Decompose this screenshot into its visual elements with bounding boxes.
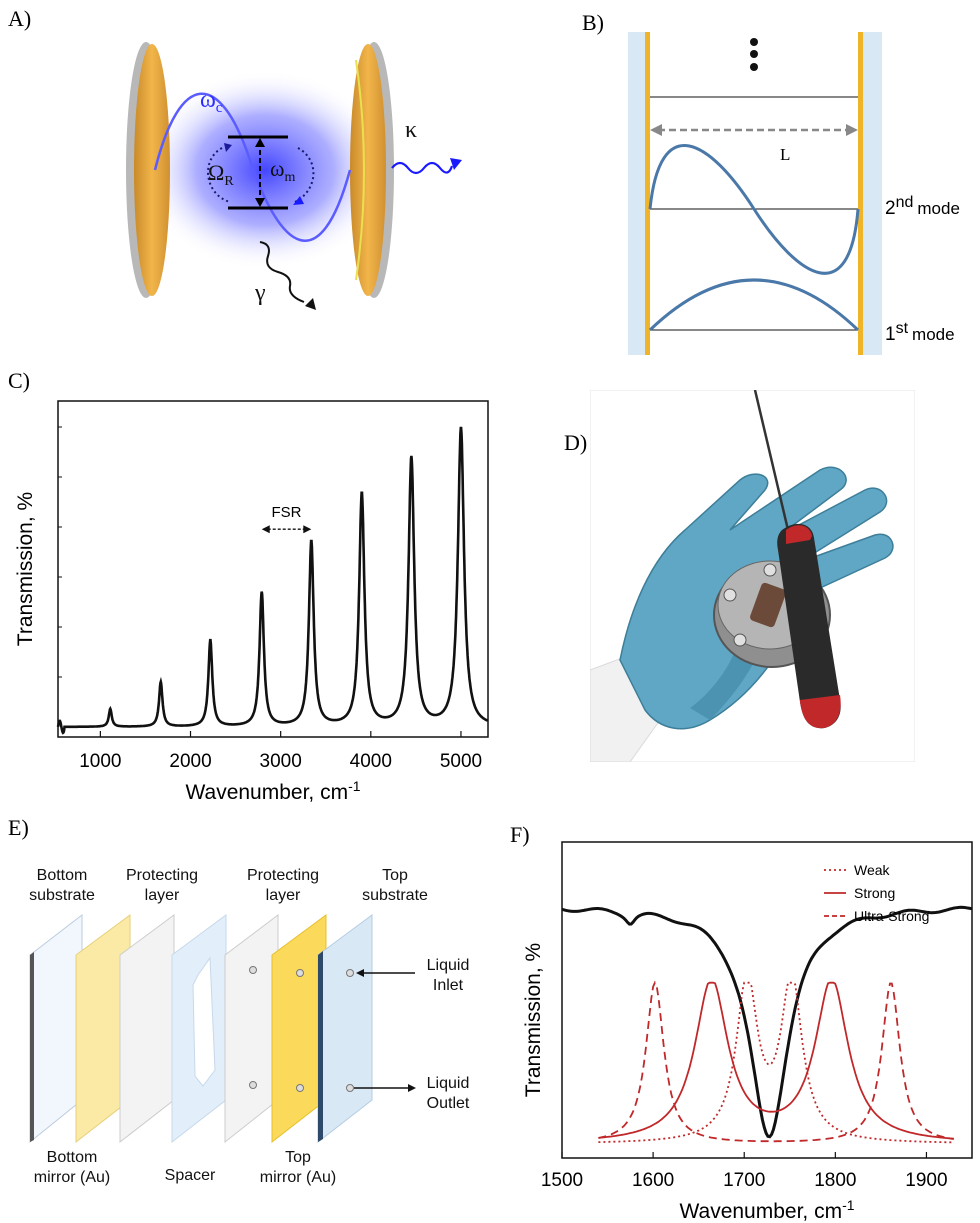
y-axis-label: Transmission, % — [14, 492, 37, 646]
right-mirror — [350, 44, 386, 296]
molecular-transmission-line — [561, 905, 973, 1139]
left-mirror-strip — [645, 32, 650, 355]
more-modes-dot — [750, 63, 758, 71]
mode-2-wave — [648, 144, 860, 275]
series-dotted-line — [598, 981, 954, 1144]
x-tick-label: 1700 — [723, 1170, 765, 1191]
kappa-label: κ — [405, 117, 417, 143]
protecting-layer-1 — [119, 914, 175, 1144]
bottom-substrate-layer — [29, 913, 83, 1144]
gamma-decay-arrow — [259, 241, 305, 303]
bottom-substrate-edge — [30, 952, 34, 1142]
omega-c-label: ωc — [200, 87, 223, 116]
panel-d-label: D) — [564, 430, 588, 455]
inlet-hole — [346, 969, 354, 977]
panel-a-label: A) — [8, 6, 32, 31]
light-glow — [140, 70, 390, 270]
panel-a-cavity-illustration: ωc ΩR ωm κ γ — [126, 42, 462, 310]
outlet-hole — [249, 1081, 257, 1089]
left-mirror — [134, 44, 170, 296]
screwdriver-handle — [777, 523, 841, 729]
plot-frame — [561, 841, 973, 1159]
transmission-line — [56, 426, 489, 735]
x-axis-label: Wavenumber, cm-1 — [185, 778, 360, 804]
panel-c-transmission-chart: 1000 2000 3000 4000 5000 FSR Wavenumber, cm-1 T… — [14, 400, 489, 804]
spacer-cutout — [192, 956, 216, 1087]
fsr-label: FSR — [272, 504, 302, 521]
panel-c-label: C) — [8, 368, 30, 393]
x-tick-label: 3000 — [260, 751, 302, 772]
panel-b-label: B) — [582, 10, 604, 35]
more-modes-dot — [750, 38, 758, 46]
right-substrate — [862, 32, 882, 355]
left-substrate — [628, 32, 648, 355]
rabi-arrow — [207, 147, 231, 203]
series-solid-line — [598, 981, 954, 1140]
mode-1-wave — [648, 278, 860, 332]
x-tick-label: 2000 — [169, 751, 211, 772]
x-tick-label: 4000 — [350, 751, 392, 772]
outlet-hole — [346, 1084, 354, 1092]
panel-e-label: E) — [8, 815, 29, 840]
omega-r-label: ΩR — [208, 160, 234, 189]
legend-label: Weak — [854, 862, 891, 878]
cell-window — [750, 582, 786, 628]
panel-d-photo-cell-in-hand — [590, 390, 915, 762]
x-axis-label: Wavenumber, cm-1 — [679, 1197, 854, 1223]
x-tick-label: 1000 — [79, 751, 121, 772]
cavity-photon-wave — [153, 92, 352, 242]
inlet-hole — [296, 969, 304, 977]
panel-f-coupling-chart: 1500 1600 1700 1800 1900 WeakStrongUltra-Stro… — [522, 841, 973, 1223]
x-tick-label: 1500 — [541, 1170, 583, 1191]
inlet-hole — [249, 966, 257, 974]
legend-label: Ultra-Strong — [854, 908, 929, 924]
spacer-label: Spacer — [165, 1167, 216, 1184]
panel-f-label: F) — [510, 822, 530, 847]
top-substrate-edge — [318, 951, 323, 1142]
outlet-hole — [296, 1084, 304, 1092]
gamma-label: γ — [254, 280, 266, 306]
right-mirror-strip — [858, 32, 863, 355]
top-substrate-layer — [317, 914, 373, 1144]
plot-frame — [57, 400, 489, 738]
x-tick-label: 1900 — [905, 1170, 947, 1191]
kappa-decay-arrow — [391, 161, 454, 175]
protecting-layer-2 — [224, 913, 279, 1144]
length-label: L — [780, 145, 790, 164]
screwdriver-shaft — [753, 390, 790, 531]
legend-label: Strong — [854, 885, 895, 901]
series-dashed-line — [598, 980, 954, 1143]
more-modes-dot — [750, 50, 758, 58]
x-tick-label: 5000 — [440, 751, 482, 772]
omega-m-label: ωm — [270, 156, 295, 185]
x-tick-label: 1800 — [814, 1170, 856, 1191]
y-axis-label: Transmission, % — [522, 943, 545, 1097]
x-tick-label: 1600 — [632, 1170, 674, 1191]
